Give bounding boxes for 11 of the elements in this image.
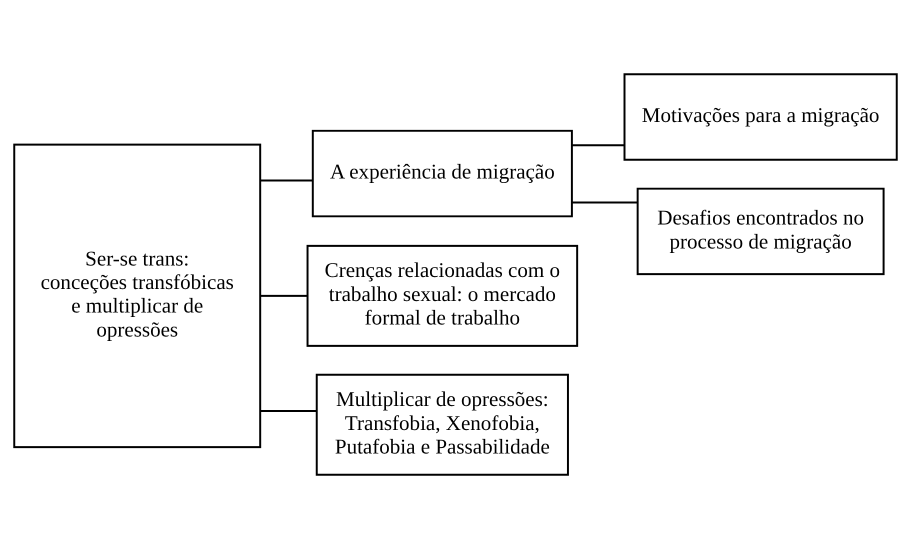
connector bbox=[260, 294, 308, 296]
connector bbox=[260, 178, 313, 181]
node-box: Multiplicar de opressões: Transfobia, Xenofobia, Putafobia e Passabilidade bbox=[316, 373, 569, 476]
connector bbox=[260, 409, 317, 412]
node-box: Desafios encontrados no processo de migração bbox=[636, 187, 885, 275]
node-box: Ser-se trans: conceções transfóbicas e multiplicar de opressões bbox=[13, 143, 262, 448]
connector bbox=[572, 201, 638, 203]
connector bbox=[572, 144, 624, 146]
node-box: A experiência de migração bbox=[312, 129, 573, 217]
node-box: Motivações para a migração bbox=[624, 72, 898, 160]
node-box: Crenças relacionadas com o trabalho sexual: o mercado formal de trabalho bbox=[306, 244, 578, 346]
